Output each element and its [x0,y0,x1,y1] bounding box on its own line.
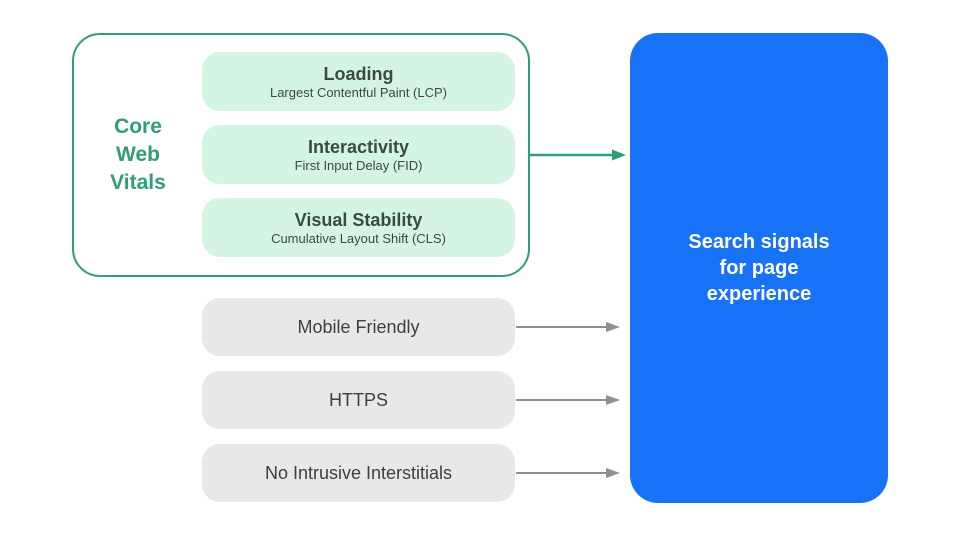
result-box-label-line: for page [719,257,799,279]
metric-title: Loading [323,63,394,84]
arrow-no-intrusive-interstitials-to-search-signals [516,468,620,478]
result-box-label-line: experience [706,283,812,305]
search-signals-result-box: Search signals for page experience [630,33,888,503]
metric-subtitle: Cumulative Layout Shift (CLS) [271,230,446,246]
metric-subtitle: First Input Delay (FID) [294,157,423,173]
signal-pill-https: HTTPS [202,371,515,429]
metric-pill-loading: Loading Largest Contentful Paint (LCP) [202,52,515,111]
core-web-vitals-label-line: Core [114,115,162,138]
metric-pill-interactivity: Interactivity First Input Delay (FID) [202,125,515,184]
metric-pill-visual-stability: Visual Stability Cumulative Layout Shift… [202,198,515,257]
signal-pill-mobile-friendly: Mobile Friendly [202,298,515,356]
arrow-core-web-vitals-to-search-signals [530,149,626,161]
metric-subtitle: Largest Contentful Paint (LCP) [269,84,448,100]
result-box-label-line: Search signals [688,231,830,253]
core-web-vitals-label-line: Web [116,143,160,166]
arrow-https-to-search-signals [516,395,620,405]
arrow-mobile-friendly-to-search-signals [516,322,620,332]
metric-title: Interactivity [307,136,410,157]
signal-label: HTTPS [328,389,388,410]
core-web-vitals-label: Core Web Vitals [74,35,202,275]
signal-pill-no-intrusive-interstitials: No Intrusive Interstitials [202,444,515,502]
signal-label: No Intrusive Interstitials [264,462,453,483]
signal-label: Mobile Friendly [297,316,420,337]
core-web-vitals-label-line: Vitals [110,171,166,194]
core-web-vitals-group-box: Core Web Vitals Loading Largest Contentf… [72,33,530,277]
metric-title: Visual Stability [294,209,423,230]
